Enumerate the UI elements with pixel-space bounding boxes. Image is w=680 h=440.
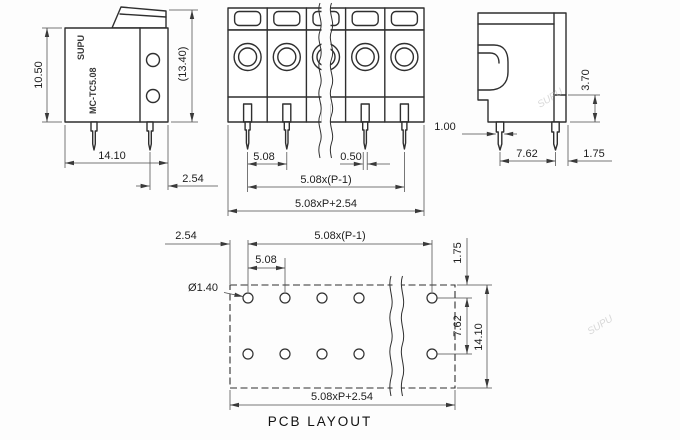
dim-pcb-height: 14.10 <box>473 323 485 351</box>
pcb-hole <box>353 292 365 304</box>
dim-pcb-top-margin: 1.75 <box>452 242 464 263</box>
pin <box>283 121 290 150</box>
wire-slot <box>273 10 301 27</box>
pcb-hole <box>279 292 291 304</box>
break-line <box>329 2 334 159</box>
screw <box>351 42 380 72</box>
lever-latch <box>111 6 167 29</box>
screw <box>390 42 419 72</box>
pcb-hole <box>279 348 291 360</box>
wire-clamp-cavity <box>477 44 509 91</box>
dim-pcb-edge-to-hole: 2.54 <box>175 230 196 242</box>
screw <box>272 42 301 72</box>
dim-pcb-pitch: 5.08 <box>255 254 276 266</box>
pin <box>90 121 98 151</box>
pcb-outline <box>229 284 456 389</box>
dim-side-width: 14.10 <box>98 150 126 162</box>
side-view: SUPU MC-TC5.08 10.50 (13.40) 14.10 2.54 <box>33 6 218 190</box>
pcb-layout-label: PCB LAYOUT <box>268 414 373 429</box>
dim-front-overall-width: 5.08xP+2.54 <box>295 198 357 210</box>
dim-front-pin-width: 0.50 <box>340 151 361 163</box>
watermarks: SUPU SUPU <box>536 86 616 337</box>
dim-front-pitch: 5.08 <box>253 151 274 163</box>
wire-slot <box>390 10 419 27</box>
side-body <box>64 27 169 123</box>
pcb-hole <box>242 348 254 360</box>
pin <box>401 121 408 150</box>
dim-profile-step-height: 3.70 <box>580 69 592 90</box>
profile-body <box>477 12 567 123</box>
pcb-hole <box>426 292 438 304</box>
dim-pcb-hole-span: 5.08x(P-1) <box>314 230 365 242</box>
pcb-hole <box>426 348 438 360</box>
dim-pcb-hole-diameter: Ø1.40 <box>188 282 218 294</box>
dim-pcb-row-pitch: 7.62 <box>452 315 464 336</box>
pin <box>362 121 369 150</box>
brand-logo-marking: SUPU <box>76 35 86 60</box>
wire-slot <box>233 10 262 27</box>
pcb-layout-view: 2.54 5.08x(P-1) 5.08 Ø1.40 1.75 7.62 14.… <box>165 230 492 429</box>
pcb-hole <box>316 292 328 304</box>
dim-pcb-overall-width: 5.08xP+2.54 <box>311 391 373 403</box>
dim-profile-pin-thickness: 1.00 <box>434 121 455 133</box>
dim-side-pin-to-edge: 2.54 <box>182 173 203 185</box>
profile-view: 1.00 7.62 1.75 3.70 <box>434 12 612 166</box>
dim-side-height: 10.50 <box>33 61 45 89</box>
pcb-hole <box>316 348 328 360</box>
break-line <box>389 275 393 397</box>
side-detail-circle <box>145 52 161 68</box>
pin <box>551 121 560 151</box>
dim-profile-row-pitch: 7.62 <box>516 148 537 160</box>
pin <box>146 121 154 151</box>
front-view: 5.08 0.50 5.08x(P-1) 5.08xP+2.54 <box>227 2 425 216</box>
pcb-hole <box>242 292 254 304</box>
dim-front-pin-span: 5.08x(P-1) <box>300 174 351 186</box>
wire-slot <box>351 10 379 27</box>
dim-side-overall-height: (13.40) <box>177 47 189 82</box>
pin <box>495 121 505 151</box>
dim-profile-pin-to-edge: 1.75 <box>583 148 604 160</box>
brand-model-marking: MC-TC5.08 <box>88 67 98 114</box>
watermark-text: SUPU <box>586 313 616 337</box>
pcb-hole <box>353 348 365 360</box>
pin <box>244 121 251 150</box>
break-line <box>400 275 405 397</box>
side-detail-circle <box>145 88 161 104</box>
screw <box>233 42 262 72</box>
break-line <box>318 2 322 159</box>
